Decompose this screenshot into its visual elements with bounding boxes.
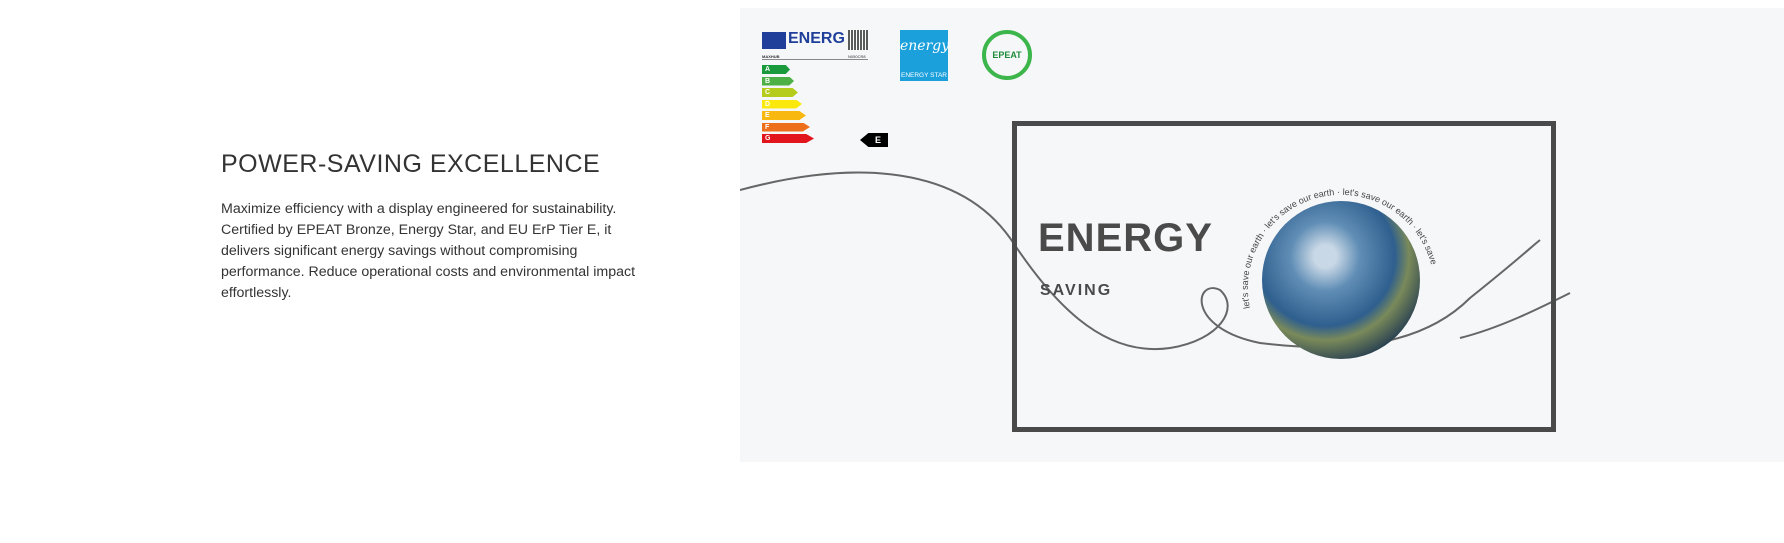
label-brand: MAXHUB (762, 54, 780, 59)
energy-saving-image: let's save our earth · let's save our ea… (740, 8, 1784, 462)
energy-star-logo: energy ENERGY STAR (900, 30, 950, 81)
section-title: POWER-SAVING EXCELLENCE (221, 150, 601, 178)
section-description: Maximize efficiency with a display engin… (221, 201, 636, 301)
image-subheadline: SAVING (1040, 282, 1113, 299)
energy-star-label: ENERGY STAR (901, 72, 947, 79)
energy-label-heading: ENERG (788, 30, 845, 47)
image-headline: ENERGY (1038, 216, 1213, 260)
energy-star-script: energy (900, 38, 950, 54)
energy-class-e: E (762, 111, 806, 120)
energy-class-a: A (762, 65, 790, 74)
display-frame (1012, 121, 1556, 432)
earth-globe-image (1262, 201, 1420, 359)
qr-code-icon (848, 30, 868, 50)
eu-flag-icon (762, 32, 786, 49)
energy-class-f: F (762, 122, 810, 132)
energy-class-c: C (762, 88, 798, 97)
energy-class-b: B (762, 76, 794, 86)
divider (762, 59, 868, 60)
energy-class-d: D (762, 99, 802, 109)
energy-rating-indicator: E (860, 133, 888, 147)
epeat-logo: EPEAT (982, 30, 1032, 80)
energy-class-g: G (762, 134, 814, 143)
label-model: N050CR8 (848, 54, 866, 59)
